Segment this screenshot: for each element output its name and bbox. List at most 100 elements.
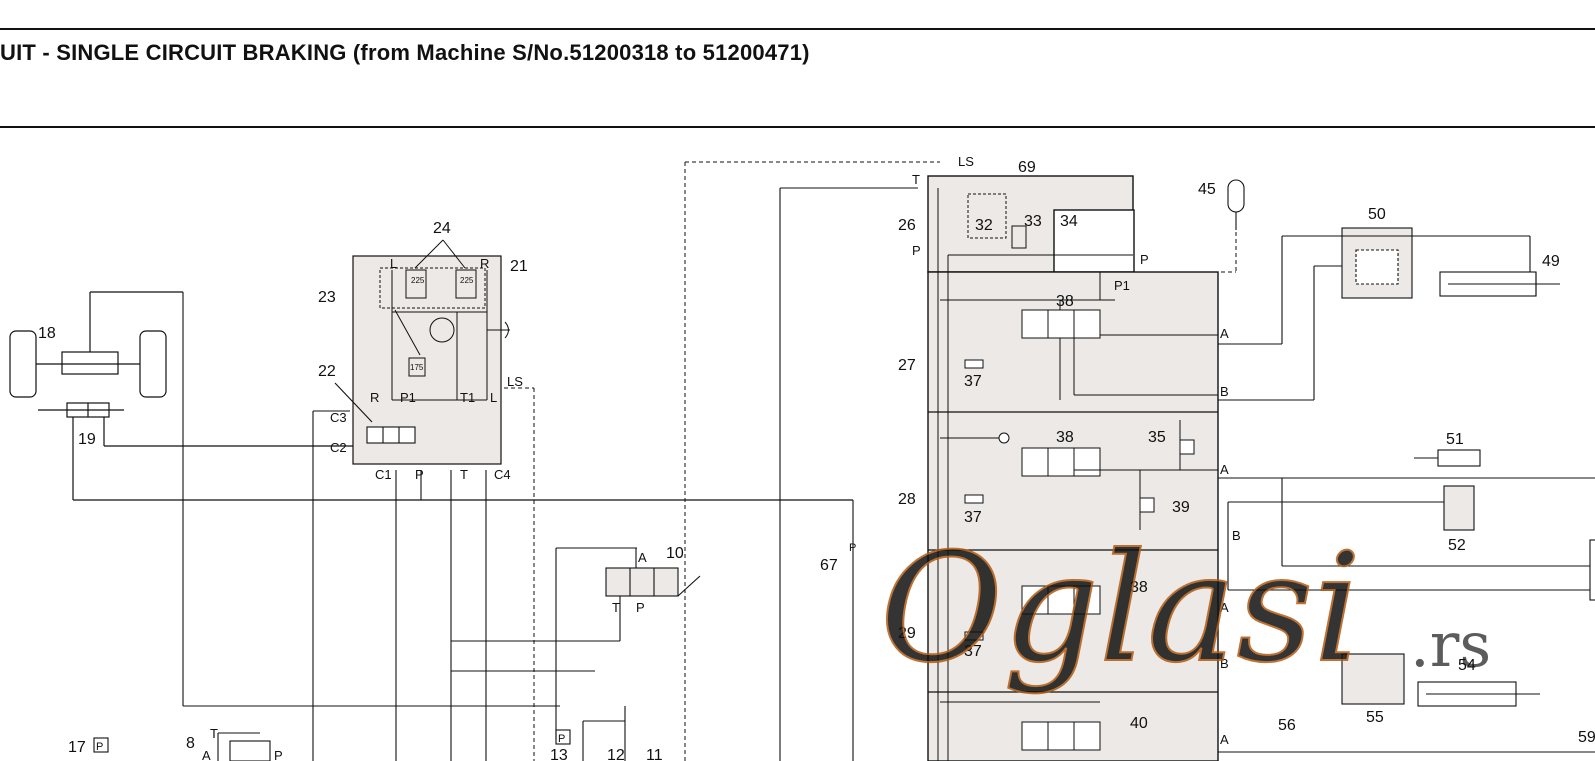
component-labels: 18 19 24 21 23 22 10 69 45 26 32 33 34 5… <box>38 159 1595 761</box>
watermark-logo: Oglasi <box>880 522 1361 696</box>
port-P-steer: P <box>415 467 424 482</box>
label-37b: 37 <box>964 509 982 526</box>
label-21: 21 <box>510 258 528 275</box>
label-10: 10 <box>666 545 684 562</box>
label-28: 28 <box>898 491 916 508</box>
port-C1: C1 <box>375 467 392 482</box>
value-175: 175 <box>410 363 424 372</box>
port-T-10: T <box>612 600 620 615</box>
port-A-8: A <box>202 748 211 761</box>
label-17: 17 <box>68 739 86 756</box>
valve-22 <box>334 382 416 444</box>
port-A-10: A <box>638 550 647 565</box>
port-T1-steer: T1 <box>460 390 475 405</box>
port-A-30: A <box>1220 732 1229 747</box>
label-29: 29 <box>898 625 916 642</box>
port-P-main: P <box>912 243 921 258</box>
port-R-steer: R <box>370 390 379 405</box>
steer-axle-18 <box>9 291 183 398</box>
label-52: 52 <box>1448 537 1466 554</box>
port-P-17: P <box>96 741 103 753</box>
value-225a: 225 <box>411 276 425 285</box>
port-C3: C3 <box>330 410 347 425</box>
cylinder-51 <box>1414 449 1481 467</box>
port-L: L <box>390 256 397 271</box>
valve-50 <box>1341 227 1413 299</box>
port-P1-steer: P1 <box>400 390 416 405</box>
value-225b: 225 <box>460 276 474 285</box>
port-B-27: B <box>1220 384 1229 399</box>
label-11: 11 <box>646 747 663 761</box>
watermark-suffix: .rs <box>1410 608 1491 681</box>
label-39: 39 <box>1172 499 1190 516</box>
port-B-29: B <box>1220 656 1229 671</box>
port-A-29: A <box>1220 600 1229 615</box>
label-38b: 38 <box>1056 429 1074 446</box>
label-54: 54 <box>1458 657 1476 674</box>
component-17 <box>93 737 109 753</box>
label-38c: 38 <box>1130 579 1148 596</box>
label-19: 19 <box>78 431 96 448</box>
steer-cylinder-19 <box>38 402 853 501</box>
label-34: 34 <box>1060 213 1078 230</box>
port-C4: C4 <box>494 467 511 482</box>
label-55: 55 <box>1366 709 1384 726</box>
component-13 <box>555 729 571 745</box>
main-valve-internals <box>937 188 1218 761</box>
label-38a: 38 <box>1056 293 1074 310</box>
label-56: 56 <box>1278 717 1296 734</box>
port-P1-main: P1 <box>1114 278 1130 293</box>
cylinder-54 <box>1417 681 1540 707</box>
port-T-main: T <box>912 172 920 187</box>
label-22: 22 <box>318 363 336 380</box>
port-P-8: P <box>274 748 283 761</box>
accumulator-45 <box>1227 179 1245 230</box>
label-40: 40 <box>1130 715 1148 732</box>
label-67: 67 <box>820 557 838 574</box>
valve-10 <box>605 567 701 597</box>
port-L-steer: L <box>490 390 497 405</box>
port-LS-steer: LS <box>507 374 523 389</box>
cylinder-right-edge <box>1589 539 1595 601</box>
label-37c: 37 <box>964 643 982 660</box>
label-35: 35 <box>1148 429 1166 446</box>
port-T-steer: T <box>460 467 468 482</box>
watermark: Oglasi .rs <box>879 521 1491 697</box>
valve-52 <box>1443 485 1475 531</box>
port-labels: L R 225 225 175 R P1 T1 L LS C3 C2 C1 P … <box>96 154 1241 761</box>
label-51: 51 <box>1446 431 1464 448</box>
port-P-67: P <box>849 542 856 554</box>
label-49: 49 <box>1542 253 1560 270</box>
page-title: UIT - SINGLE CIRCUIT BRAKING (from Machi… <box>0 40 810 65</box>
port-A-28: A <box>1220 462 1229 477</box>
port-P-13: P <box>558 733 565 745</box>
port-P-34: P <box>1140 252 1149 267</box>
port-A-27: A <box>1220 326 1229 341</box>
port-T-8: T <box>210 726 218 741</box>
main-valve-block <box>927 175 1219 761</box>
port-LS-main: LS <box>958 154 974 169</box>
supply-lines <box>182 187 918 761</box>
label-45: 45 <box>1198 181 1216 198</box>
label-23: 23 <box>318 289 336 306</box>
port-B-28: B <box>1232 528 1241 543</box>
right-lines <box>1218 235 1595 753</box>
port-P-10: P <box>636 600 645 615</box>
port-C2: C2 <box>330 440 347 455</box>
label-18: 18 <box>38 325 56 342</box>
label-50: 50 <box>1368 206 1386 223</box>
label-8: 8 <box>186 735 195 752</box>
valve-55 <box>1341 653 1405 705</box>
label-33: 33 <box>1024 213 1042 230</box>
component-8 <box>229 740 271 761</box>
label-32: 32 <box>975 217 993 234</box>
label-13: 13 <box>550 747 568 761</box>
label-24: 24 <box>433 220 451 237</box>
label-69: 69 <box>1018 159 1036 176</box>
top-rule <box>0 28 1595 30</box>
cylinder-49 <box>1439 271 1560 297</box>
label-37a: 37 <box>964 373 982 390</box>
label-26: 26 <box>898 217 916 234</box>
label-27: 27 <box>898 357 916 374</box>
